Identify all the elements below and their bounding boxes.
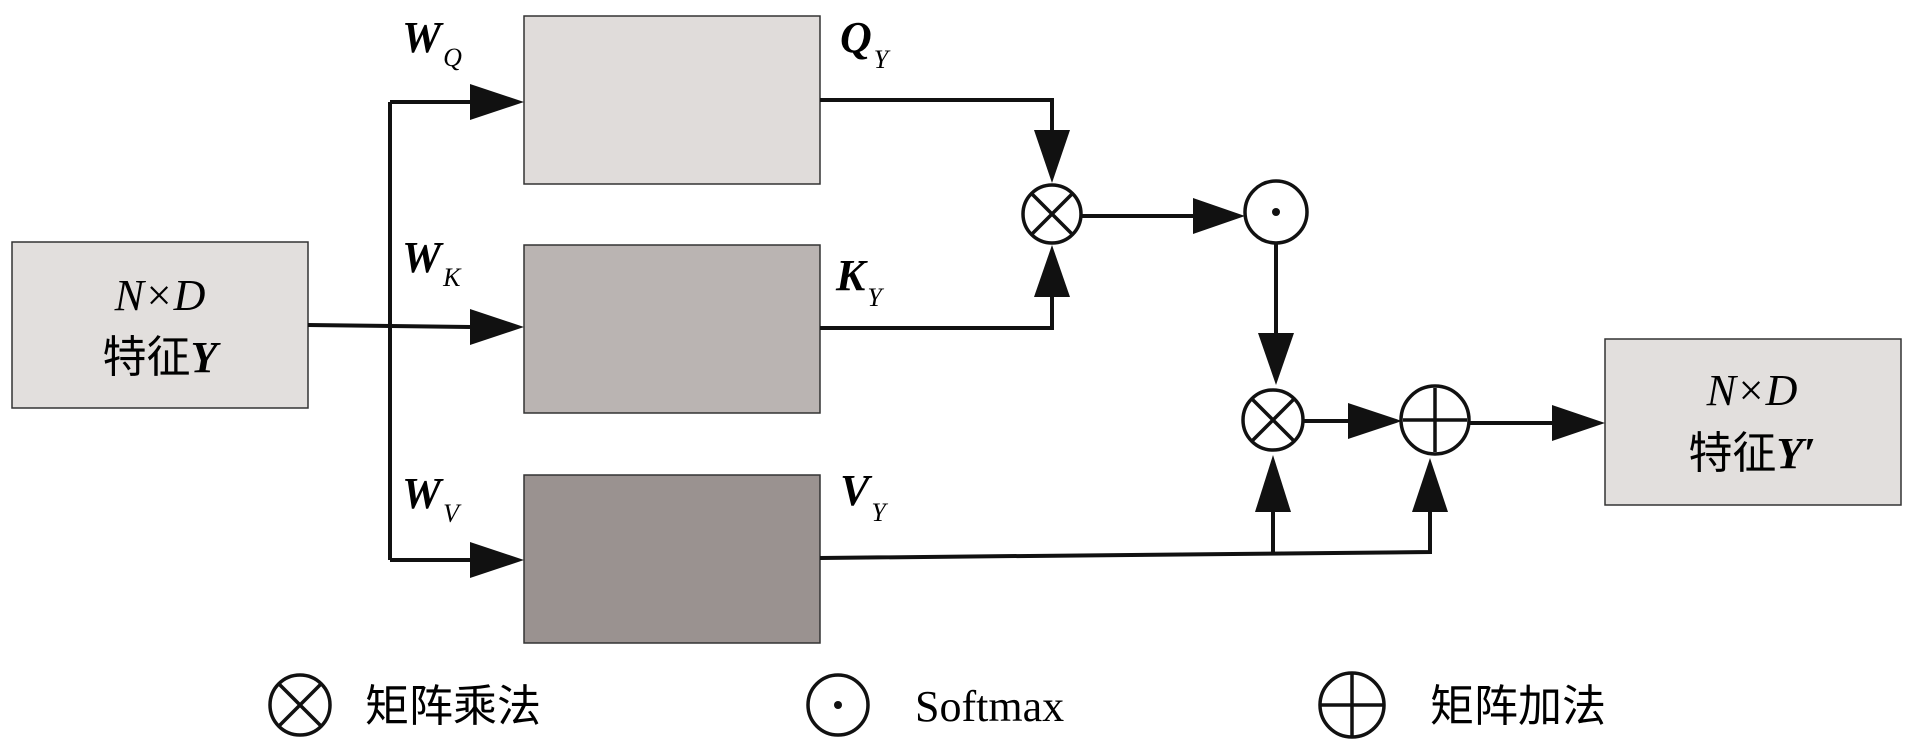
input-feature-label: 特征Y bbox=[103, 333, 222, 382]
legend-matadd-label: 矩阵加法 bbox=[1430, 682, 1606, 731]
value-projection-box bbox=[523, 474, 821, 644]
softmax-operator bbox=[1243, 179, 1309, 245]
matmul-to-softmax-arrow bbox=[1193, 198, 1245, 234]
value-lines bbox=[819, 510, 1432, 560]
value-to-matmul-arrow bbox=[1255, 455, 1291, 512]
matmul-to-add-arrow bbox=[1348, 403, 1402, 439]
weight-v-label: WV bbox=[402, 469, 462, 528]
input-dim-label: N×D bbox=[114, 271, 206, 320]
value-label: VY bbox=[840, 466, 888, 527]
matadd-operator bbox=[1399, 384, 1471, 456]
wv-arrow bbox=[470, 542, 524, 578]
value-to-add-arrow bbox=[1412, 458, 1448, 512]
output-feature-box bbox=[1604, 338, 1902, 506]
legend-matmul-label: 矩阵乘法 bbox=[365, 682, 541, 731]
legend-matadd-icon bbox=[1318, 671, 1386, 739]
softmax-to-matmul-arrow bbox=[1258, 333, 1294, 385]
key-projection-box bbox=[523, 244, 821, 414]
qk-lines bbox=[820, 98, 1054, 330]
matmul-value-operator bbox=[1241, 388, 1305, 452]
matmul-qk-operator bbox=[1021, 183, 1083, 245]
output-dim-label: N×D bbox=[1706, 366, 1798, 415]
add-to-output-arrow bbox=[1552, 405, 1605, 441]
weight-q-label: WQ bbox=[402, 13, 462, 72]
q-to-matmul-arrow bbox=[1034, 130, 1070, 183]
query-projection-box bbox=[523, 15, 821, 185]
legend-matmul-icon bbox=[268, 673, 332, 737]
output-feature-label: 特征Y′ bbox=[1688, 429, 1815, 478]
wq-arrow bbox=[470, 84, 524, 120]
legend-softmax-icon bbox=[806, 673, 870, 737]
input-feature-box bbox=[11, 241, 309, 409]
legend-softmax-label: Softmax bbox=[915, 682, 1064, 731]
query-label: QY bbox=[840, 13, 891, 74]
key-label: KY bbox=[835, 251, 884, 312]
input-branch-lines bbox=[307, 100, 471, 562]
wk-arrow bbox=[470, 309, 524, 345]
k-to-matmul-arrow bbox=[1034, 245, 1070, 297]
weight-k-label: WK bbox=[402, 233, 462, 292]
